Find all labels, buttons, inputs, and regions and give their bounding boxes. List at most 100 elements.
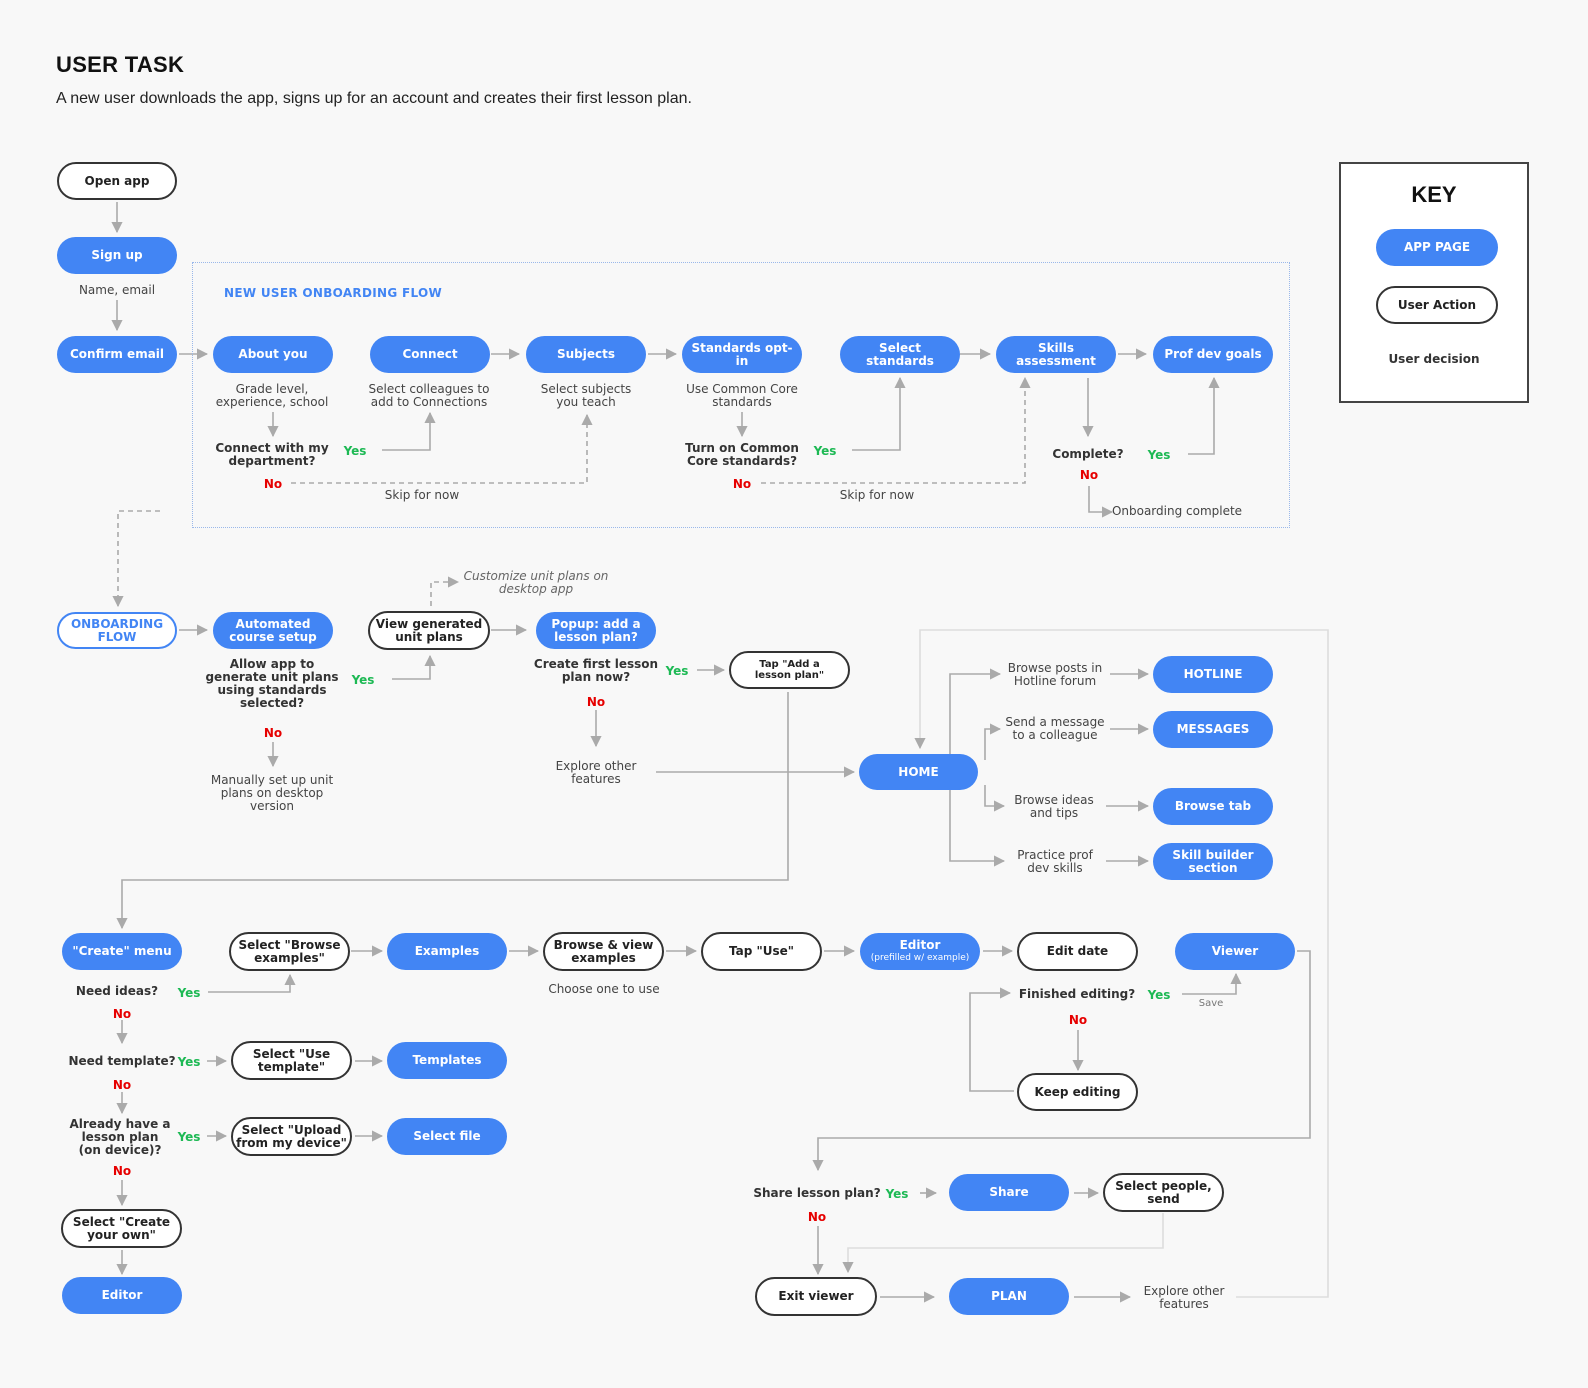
onboarding-flow-region — [192, 262, 1290, 528]
standards-note: Use Common Core standards — [686, 382, 798, 409]
yes-label: Yes — [177, 986, 201, 1000]
open-app-node: Open app — [57, 162, 177, 200]
choose-one-note: Choose one to use — [548, 982, 660, 996]
automated-course-setup-node: Automated course setup — [213, 612, 333, 649]
yes-label: Yes — [351, 673, 375, 687]
select-create-own-node: Select "Create your own" — [61, 1209, 182, 1248]
share-lesson-decision: Share lesson plan? — [753, 1186, 881, 1200]
yes-label: Yes — [813, 444, 837, 458]
editor-prefilled-label: Editor — [899, 937, 941, 952]
viewer-node: Viewer — [1175, 933, 1295, 970]
no-label: No — [263, 477, 283, 491]
popup-add-lesson-node: Popup: add a lesson plan? — [536, 612, 656, 649]
already-have-decision: Already have a lesson plan (on device)? — [69, 1117, 171, 1157]
page-title: USER TASK — [56, 52, 185, 77]
need-ideas-decision: Need ideas? — [75, 984, 159, 998]
select-use-template-node: Select "Use template" — [231, 1041, 352, 1080]
connect-note: Select colleagues to add to Connections — [368, 382, 490, 409]
skill-builder-node: Skill builder section — [1153, 843, 1273, 880]
explore-features-note: Explore other features — [555, 759, 637, 786]
home-node: HOME — [859, 754, 978, 790]
about-you-node: About you — [213, 336, 333, 373]
no-label: No — [112, 1164, 132, 1178]
view-generated-node: View generated unit plans — [368, 611, 490, 650]
browse-ideas-note: Browse ideas and tips — [1014, 793, 1094, 820]
finished-editing-decision: Finished editing? — [1018, 987, 1136, 1001]
no-label: No — [1068, 1013, 1088, 1027]
select-standards-node: Select standards — [840, 336, 960, 373]
skip-for-now-note: Skip for now — [839, 488, 915, 502]
connect-decision: Connect with my department? — [215, 441, 329, 468]
no-label: No — [807, 1210, 827, 1224]
edit-date-node: Edit date — [1017, 932, 1138, 971]
key-user-action: User Action — [1376, 286, 1498, 324]
keep-editing-node: Keep editing — [1017, 1073, 1138, 1111]
need-template-decision: Need template? — [68, 1054, 176, 1068]
confirm-email-node: Confirm email — [57, 336, 177, 373]
yes-label: Yes — [885, 1187, 909, 1201]
select-upload-node: Select "Upload from my device" — [231, 1117, 352, 1156]
templates-node: Templates — [387, 1042, 507, 1079]
yes-label: Yes — [177, 1055, 201, 1069]
subjects-note: Select subjects you teach — [540, 382, 632, 409]
prof-dev-goals-node: Prof dev goals — [1153, 336, 1273, 373]
skip-for-now-note: Skip for now — [384, 488, 460, 502]
explore-features-note: Explore other features — [1143, 1284, 1225, 1311]
onboarding-complete-note: Onboarding complete — [1111, 504, 1243, 518]
sign-up-node: Sign up — [57, 237, 177, 274]
page-subtitle: A new user downloads the app, signs up f… — [56, 90, 692, 107]
browse-posts-note: Browse posts in Hotline forum — [1007, 661, 1103, 688]
manual-setup-note: Manually set up unit plans on desktop ve… — [210, 773, 334, 813]
yes-label: Yes — [665, 664, 689, 678]
allow-generate-decision: Allow app to generate unit plans using s… — [205, 657, 339, 710]
no-label: No — [112, 1007, 132, 1021]
messages-node: MESSAGES — [1153, 711, 1273, 748]
save-note: Save — [1198, 998, 1224, 1009]
complete-decision: Complete? — [1052, 447, 1124, 461]
tap-use-node: Tap "Use" — [701, 932, 822, 971]
editor-prefilled-node: Editor (prefilled w/ example) — [860, 933, 980, 970]
create-menu-node: "Create" menu — [62, 933, 182, 970]
examples-node: Examples — [387, 933, 507, 970]
yes-label: Yes — [1147, 448, 1171, 462]
no-label: No — [263, 726, 283, 740]
key-app-page: APP PAGE — [1376, 229, 1498, 266]
plan-node: PLAN — [949, 1278, 1069, 1315]
no-label: No — [112, 1078, 132, 1092]
key-title: KEY — [1411, 182, 1457, 207]
yes-label: Yes — [177, 1130, 201, 1144]
browse-tab-node: Browse tab — [1153, 788, 1273, 825]
no-label: No — [586, 695, 606, 709]
subjects-node: Subjects — [526, 336, 646, 373]
key-user-decision: User decision — [1388, 352, 1480, 366]
select-file-node: Select file — [387, 1118, 507, 1155]
create-first-lesson-decision: Create first lesson plan now? — [533, 657, 659, 684]
no-label: No — [732, 477, 752, 491]
turn-on-standards-decision: Turn on Common Core standards? — [685, 441, 799, 468]
hotline-node: HOTLINE — [1153, 656, 1273, 693]
editor-prefilled-sub: (prefilled w/ example) — [870, 952, 970, 963]
customize-note: Customize unit plans on desktop app — [463, 569, 609, 596]
onboarding-flow-node: ONBOARDING FLOW — [57, 612, 177, 649]
about-you-note: Grade level, experience, school — [215, 382, 329, 409]
no-label: No — [1079, 468, 1099, 482]
select-browse-examples-node: Select "Browse examples" — [229, 932, 350, 971]
standards-optin-node: Standards opt-in — [682, 336, 802, 373]
skills-assessment-node: Skills assessment — [996, 336, 1116, 373]
onboarding-flow-label: NEW USER ONBOARDING FLOW — [224, 286, 443, 300]
browse-view-examples-node: Browse & view examples — [543, 932, 664, 971]
editor-node: Editor — [62, 1277, 182, 1314]
yes-label: Yes — [343, 444, 367, 458]
send-message-note: Send a message to a colleague — [1005, 715, 1105, 742]
legend-key: KEY APP PAGE User Action User decision — [1339, 162, 1529, 403]
name-email-note: Name, email — [78, 283, 156, 297]
practice-note: Practice prof dev skills — [1017, 848, 1093, 875]
tap-add-lesson-node: Tap "Add a lesson plan" — [729, 651, 850, 689]
share-node: Share — [949, 1174, 1069, 1211]
connect-node: Connect — [370, 336, 490, 373]
exit-viewer-node: Exit viewer — [755, 1277, 877, 1316]
yes-label: Yes — [1147, 988, 1171, 1002]
select-people-node: Select people, send — [1103, 1173, 1224, 1212]
